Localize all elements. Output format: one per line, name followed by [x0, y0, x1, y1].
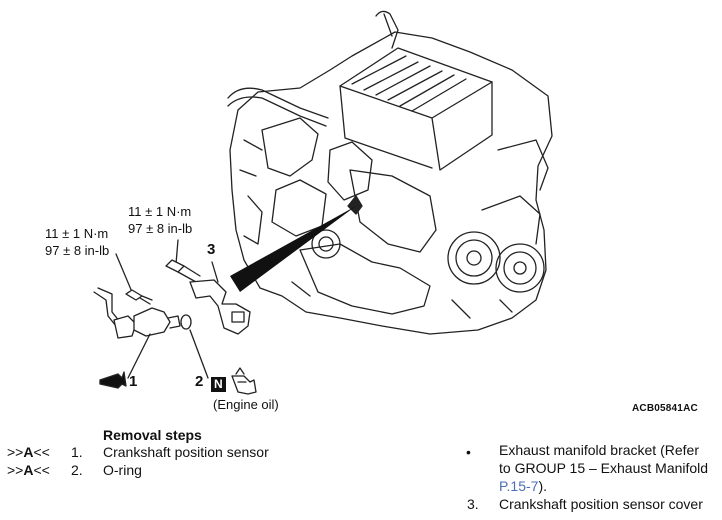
note-line: to GROUP 15 – Exhaust Manifold: [499, 460, 709, 476]
crank-pulley: [447, 231, 501, 285]
torque-inlb: 97 ± 8 in-lb: [45, 243, 110, 258]
torque-spec-lower: 11 ± 1 N·m 97 ± 8 in-lb: [45, 225, 109, 259]
callout-3: 3: [207, 241, 216, 258]
removal-steps-heading: Removal steps: [103, 427, 202, 443]
step-number: 2.: [71, 462, 83, 478]
torque-inlb: 97 ± 8 in-lb: [128, 221, 193, 236]
callout-1: 1: [129, 373, 138, 390]
step-ref: >>A<<: [7, 444, 50, 460]
step-number: 1.: [71, 444, 83, 460]
step-ref: >>A<<: [7, 462, 50, 478]
accessory-pulley: [495, 243, 545, 293]
view-pointer-wedge: [230, 206, 356, 292]
sensor-cover-part: [189, 279, 251, 335]
step-text: Crankshaft position sensor cover: [499, 496, 703, 512]
oil-can-icon: [231, 375, 257, 395]
n-badge: N: [211, 377, 226, 392]
figure-id: ACB05841AC: [632, 403, 698, 414]
torque-spec-upper: 11 ± 1 N·m 97 ± 8 in-lb: [128, 203, 192, 237]
step-text: Crankshaft position sensor: [103, 444, 269, 460]
o-ring-part: [180, 314, 192, 330]
engine-oil-note: (Engine oil): [213, 397, 279, 412]
exhaust-bracket-note: Exhaust manifold bracket (Refer to GROUP…: [499, 441, 719, 495]
sealant-icon: [99, 371, 127, 389]
engine-illustration: [93, 10, 553, 395]
note-end: ).: [538, 478, 548, 494]
torque-nm: 11 ± 1 N·m: [45, 226, 109, 241]
step-number: 3.: [467, 496, 479, 512]
page-ref-link[interactable]: P.15-7: [499, 478, 539, 494]
torque-nm: 11 ± 1 N·m: [128, 204, 192, 219]
engine-outline: [229, 31, 553, 335]
note-line: Exhaust manifold bracket (Refer: [499, 442, 699, 458]
callout-2: 2: [195, 373, 204, 390]
crankshaft-sensor-part: [133, 307, 171, 337]
bullet: •: [466, 444, 471, 460]
step-text: O-ring: [103, 462, 142, 478]
